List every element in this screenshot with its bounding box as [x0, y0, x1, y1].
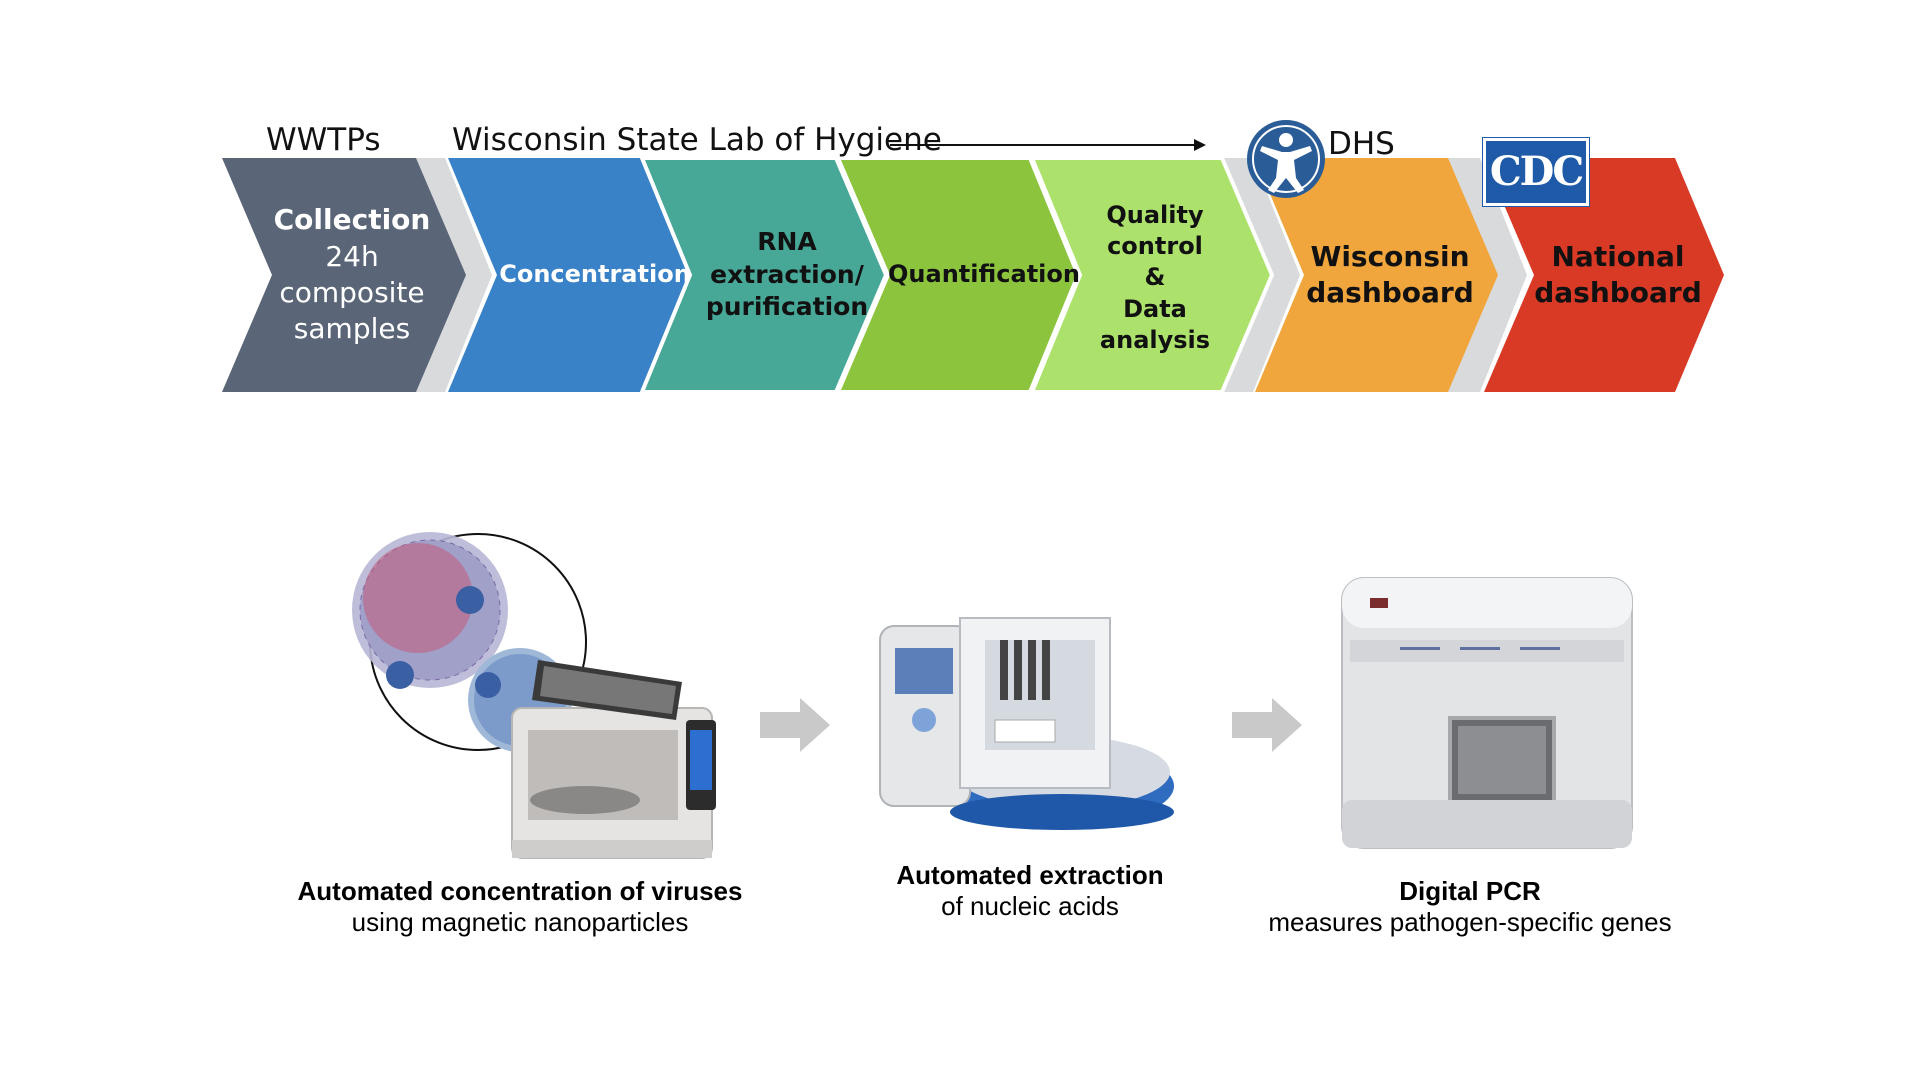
step-title: Quality — [1106, 201, 1204, 230]
step-title: Collection — [273, 203, 431, 237]
pcr-instrument-image — [1341, 577, 1633, 849]
caption-subtitle: measures pathogen-specific genes — [1268, 907, 1672, 937]
step-line: samples — [293, 312, 411, 346]
step-chevron-wisconsin — [1255, 158, 1498, 392]
step-wisconsin: Wisconsin dashboard — [1300, 230, 1480, 320]
step-chevron-national — [1484, 158, 1724, 392]
step-chevron-qc — [1029, 156, 1275, 394]
caption-subtitle: using magnetic nanoparticles — [351, 907, 689, 937]
step-title: Concentration — [499, 260, 691, 289]
wwtps-label: WWTPs — [266, 122, 381, 158]
caption-title: Digital PCR — [1399, 876, 1541, 906]
dhs-label: DHS — [1328, 126, 1395, 162]
step-line: analysis — [1099, 325, 1211, 354]
separator-arrow — [1218, 158, 1300, 392]
step-title: Quantification — [888, 260, 1080, 289]
step-line: dashboard — [1534, 276, 1702, 309]
step-chevron-concentration — [448, 158, 688, 392]
caption-title: Automated extraction — [896, 860, 1164, 890]
lab-arrow-head — [1194, 139, 1206, 151]
caption-title: Automated concentration of viruses — [297, 876, 743, 906]
step-line: dashboard — [1306, 276, 1474, 309]
instrument-caption-pcr: Digital PCR measures pathogen-specific g… — [1230, 876, 1710, 938]
lab-label: Wisconsin State Lab of Hygiene — [452, 122, 942, 158]
dhs-logo-icon — [1247, 120, 1325, 198]
caption-subtitle: of nucleic acids — [941, 891, 1119, 921]
step-line: 24h — [325, 239, 379, 273]
step-line: purification — [705, 292, 869, 322]
instrument-caption-concentration: Automated concentration of viruses using… — [270, 876, 770, 938]
step-quantification: Quantification — [888, 240, 1080, 310]
next-arrow-icon — [760, 698, 830, 752]
concentration-instrument-image — [352, 532, 716, 859]
step-chevron-collection — [222, 158, 466, 392]
step-concentration: Concentration — [499, 240, 691, 310]
next-arrow-icon — [1232, 698, 1302, 752]
step-national: National dashboard — [1526, 230, 1710, 320]
step-title: Wisconsin — [1310, 239, 1470, 273]
step-title: RNA — [757, 227, 817, 257]
step-collection: Collection 24h composite samples — [262, 180, 442, 370]
step-rna: RNA extraction/ purification — [692, 215, 882, 335]
separator-arrow — [410, 158, 492, 392]
step-line: control — [1107, 232, 1203, 261]
step-line: Data — [1123, 294, 1187, 323]
step-qc: Quality control & Data analysis — [1080, 178, 1230, 378]
step-title: National — [1551, 239, 1685, 273]
extraction-instrument-image — [879, 617, 1174, 830]
cdc-logo-icon: CDC — [1483, 138, 1589, 206]
instrument-caption-extraction: Automated extraction of nucleic acids — [860, 860, 1200, 922]
step-line: & — [1144, 263, 1166, 292]
process-flow — [222, 120, 1724, 394]
step-line: extraction/ — [710, 259, 864, 289]
step-line: composite — [279, 276, 425, 309]
